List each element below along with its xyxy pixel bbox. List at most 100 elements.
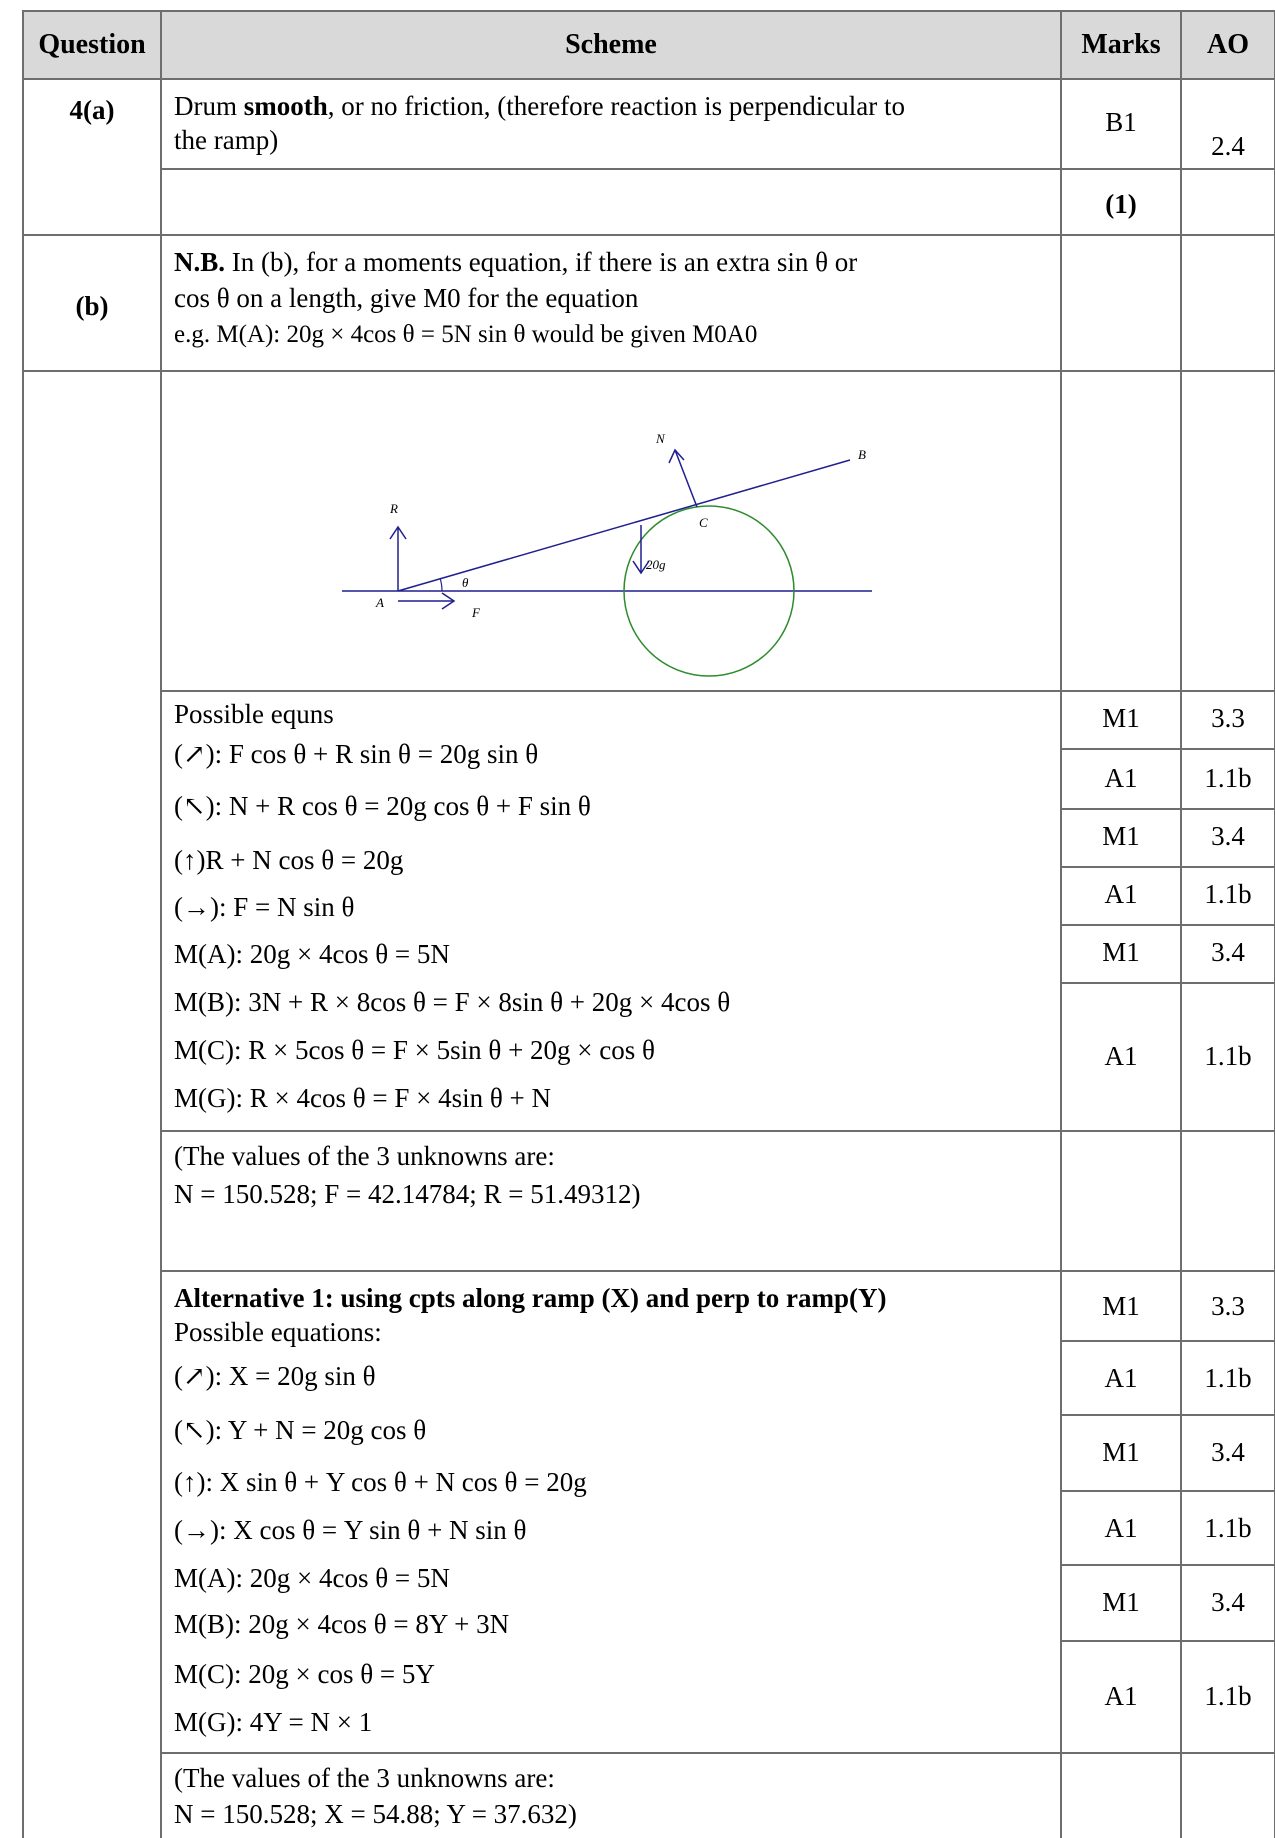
equation-3: (↑)R + N cos θ = 20g: [174, 845, 404, 875]
equation-7: M(C): R × 5cos θ = F × 5sin θ + 20g × co…: [174, 1035, 655, 1065]
main-mark-4: A1: [1104, 879, 1138, 909]
mark-row-line: [1060, 1490, 1275, 1492]
mark-row-line: [1060, 866, 1275, 868]
alt1-ao-5: 3.4: [1211, 1587, 1245, 1617]
alt1-equation-8: M(G): 4Y = N × 1: [174, 1707, 373, 1737]
header-bottom-border: [22, 78, 1275, 80]
table-border-left: [22, 10, 24, 1838]
note-nb: N.B.: [174, 247, 226, 277]
part-a-text-post: , or no friction, (therefore reaction is…: [327, 91, 906, 121]
values-bottom-border: [160, 1270, 1275, 1272]
main-ao-3: 3.4: [1211, 821, 1245, 851]
mark-row-line: [1060, 924, 1275, 926]
alt1-ao-4: 1.1b: [1204, 1513, 1252, 1543]
header-ao: AO: [1207, 29, 1249, 60]
main-ao-5: 3.4: [1211, 937, 1245, 967]
alt1-mark-2: A1: [1104, 1363, 1138, 1393]
angle-arc: [439, 577, 443, 592]
note-line1: N.B. In (b), for a moments equation, if …: [174, 246, 857, 279]
label-C: C: [699, 515, 708, 530]
equations-bottom-border: [160, 1130, 1275, 1132]
main-mark-3: M1: [1102, 821, 1140, 851]
alt1-ao-6: 1.1b: [1204, 1681, 1252, 1711]
friction-F-arrowhead: [441, 592, 456, 610]
alt1-equation-7: M(C): 20g × cos θ = 5Y: [174, 1659, 435, 1689]
part-a-text-pre: Drum: [174, 91, 244, 121]
mark-scheme-table: Question Scheme Marks AO 4(a) Drum smoot…: [22, 0, 1275, 1838]
label-A: A: [375, 595, 384, 610]
alt1-equation-6: M(B): 20g × 4cos θ = 8Y + 3N: [174, 1609, 510, 1639]
mark-row-line: [1060, 748, 1275, 750]
note-line3: e.g. M(A): 20g × 4cos θ = 5N sin θ would…: [174, 321, 758, 348]
note-bottom-border: [22, 370, 1275, 372]
drum-circle: [623, 505, 795, 677]
weight-arrowhead: [632, 560, 650, 575]
alt-bottom-border: [160, 1752, 1275, 1754]
main-mark-1: M1: [1102, 703, 1140, 733]
header-question: Question: [38, 29, 146, 60]
header-scheme: Scheme: [565, 29, 657, 60]
main-mark-2: A1: [1104, 763, 1138, 793]
mark-row-line: [1060, 1564, 1275, 1566]
main-ao-6: 1.1b: [1204, 1041, 1252, 1071]
equation-2: (↖): N + R cos θ = 20g cos θ + F sin θ: [174, 791, 591, 821]
values1-line2: N = 150.528; F = 42.14784; R = 51.49312): [174, 1179, 641, 1209]
reaction-R-arrowhead: [389, 525, 407, 540]
label-weight: 20g: [646, 557, 666, 572]
values2-line2: N = 150.528; X = 54.88; Y = 37.632): [174, 1799, 577, 1829]
equation-6: M(B): 3N + R × 8cos θ = F × 8sin θ + 20g…: [174, 987, 731, 1017]
alt1-mark-5: M1: [1102, 1587, 1140, 1617]
alt1-mark-3: M1: [1102, 1437, 1140, 1467]
ramp-line: [397, 459, 851, 592]
label-F: F: [471, 605, 481, 620]
main-mark-5: M1: [1102, 937, 1140, 967]
alt1-subheading: Possible equations:: [174, 1317, 382, 1347]
values1-line1: (The values of the 3 unknowns are:: [174, 1141, 555, 1171]
note-line2: cos θ on a length, give M0 for the equat…: [174, 283, 639, 313]
normal-N-arrowhead: [668, 448, 685, 464]
question-label-b: (b): [75, 291, 109, 321]
alt1-equation-3: (↑): X sin θ + Y cos θ + N cos θ = 20g: [174, 1467, 587, 1497]
alt1-equation-1: (↗): X = 20g sin θ: [174, 1361, 376, 1391]
alt1-ao-3: 3.4: [1211, 1437, 1245, 1467]
main-ao-4: 1.1b: [1204, 879, 1252, 909]
mark-row-line: [1060, 1414, 1275, 1416]
alt1-mark-4: A1: [1104, 1513, 1138, 1543]
alt1-equation-4: (→): X cos θ = Y sin θ + N sin θ: [174, 1515, 527, 1545]
main-mark-6: A1: [1104, 1041, 1138, 1071]
label-theta: θ: [462, 575, 469, 590]
part-a-text-line1: Drum smooth, or no friction, (therefore …: [174, 90, 905, 123]
header-marks: Marks: [1081, 29, 1161, 60]
main-ao-2: 1.1b: [1204, 763, 1252, 793]
part-a-text-bold: smooth: [243, 91, 328, 121]
question-label-4a: 4(a): [69, 95, 115, 125]
part-a-mark: B1: [1105, 107, 1137, 137]
equation-4: (→): F = N sin θ: [174, 892, 355, 922]
note-line1-text: In (b), for a moments equation, if there…: [225, 247, 858, 277]
normal-N-arrow: [674, 449, 698, 508]
alt1-equation-5: M(A): 20g × 4cos θ = 5N: [174, 1563, 450, 1593]
ramp-drum-diagram: N B R C θ 20g A F: [342, 431, 872, 677]
mark-row-line: [1060, 1340, 1275, 1342]
alt1-ao-1: 3.3: [1211, 1291, 1245, 1321]
part-a-text-line2: the ramp): [174, 125, 279, 155]
part-a-total: (1): [1105, 189, 1137, 219]
label-R: R: [389, 501, 398, 516]
values2-line1: (The values of the 3 unknowns are:: [174, 1763, 555, 1793]
equation-5: M(A): 20g × 4cos θ = 5N: [174, 939, 450, 969]
part-a-bottom-border: [22, 234, 1275, 236]
part-a-total-border: [160, 168, 1275, 170]
table-border-question: [160, 10, 162, 1838]
mark-row-line: [1060, 982, 1275, 984]
equation-1: (↗): F cos θ + R sin θ = 20g sin θ: [174, 739, 539, 769]
alt1-mark-6: A1: [1104, 1681, 1138, 1711]
alt1-equation-2: (↖): Y + N = 20g cos θ: [174, 1415, 427, 1445]
main-ao-1: 3.3: [1211, 703, 1245, 733]
header-background: [22, 10, 1275, 78]
mark-row-line: [1060, 808, 1275, 810]
label-B: B: [858, 447, 866, 462]
part-a-ao: 2.4: [1211, 131, 1245, 161]
equation-8: M(G): R × 4cos θ = F × 4sin θ + N: [174, 1083, 552, 1113]
equations-heading: Possible equns: [174, 699, 334, 729]
label-N: N: [655, 431, 666, 446]
